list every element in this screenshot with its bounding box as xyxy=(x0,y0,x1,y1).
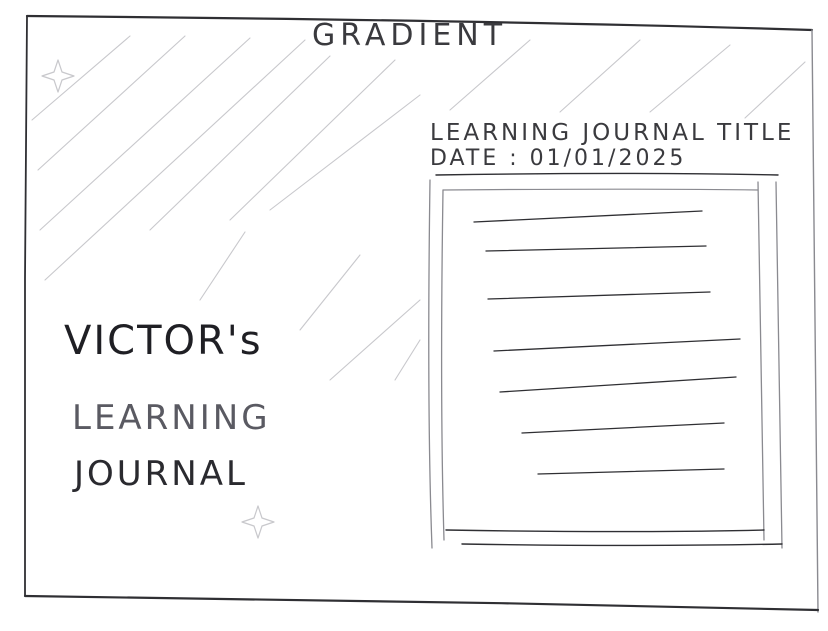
gradient-hatching xyxy=(31,35,806,381)
sparkle-icon xyxy=(41,59,75,93)
card-inner-top xyxy=(442,188,759,191)
text-placeholder-line xyxy=(485,245,707,252)
frame-bottom-edge xyxy=(23,594,820,612)
frame-top-edge xyxy=(25,14,814,32)
journal-title: LEARNING JOURNAL TITLE xyxy=(430,120,795,146)
card-text-lines xyxy=(473,210,741,475)
frame-right-edge xyxy=(811,29,819,613)
text-placeholder-line xyxy=(487,291,711,300)
text-placeholder-line xyxy=(499,376,737,393)
card-bottom-edge xyxy=(461,543,783,547)
frame-left-edge xyxy=(23,15,28,597)
gradient-background-label: GRADIENT xyxy=(312,18,508,53)
card-right-edge-inner xyxy=(757,181,765,541)
journal-date: DATE : 01/01/2025 xyxy=(430,146,687,171)
text-placeholder-line xyxy=(521,422,725,434)
card-right-edge-outer xyxy=(775,181,783,549)
card-top-edge xyxy=(435,172,779,176)
card-inner-bottom xyxy=(445,529,765,533)
card-left-edge-outer xyxy=(428,179,433,549)
hero-heading-learning: LEARNING xyxy=(72,398,271,438)
text-placeholder-line xyxy=(537,468,725,475)
sparkle-icon xyxy=(241,505,275,539)
text-placeholder-line xyxy=(493,338,741,352)
text-placeholder-line xyxy=(473,210,703,223)
hero-heading-owner: VICTOR's xyxy=(64,318,263,364)
journal-card xyxy=(428,172,783,549)
hero-heading-journal: JOURNAL xyxy=(74,454,248,494)
card-left-edge-inner xyxy=(440,189,445,541)
